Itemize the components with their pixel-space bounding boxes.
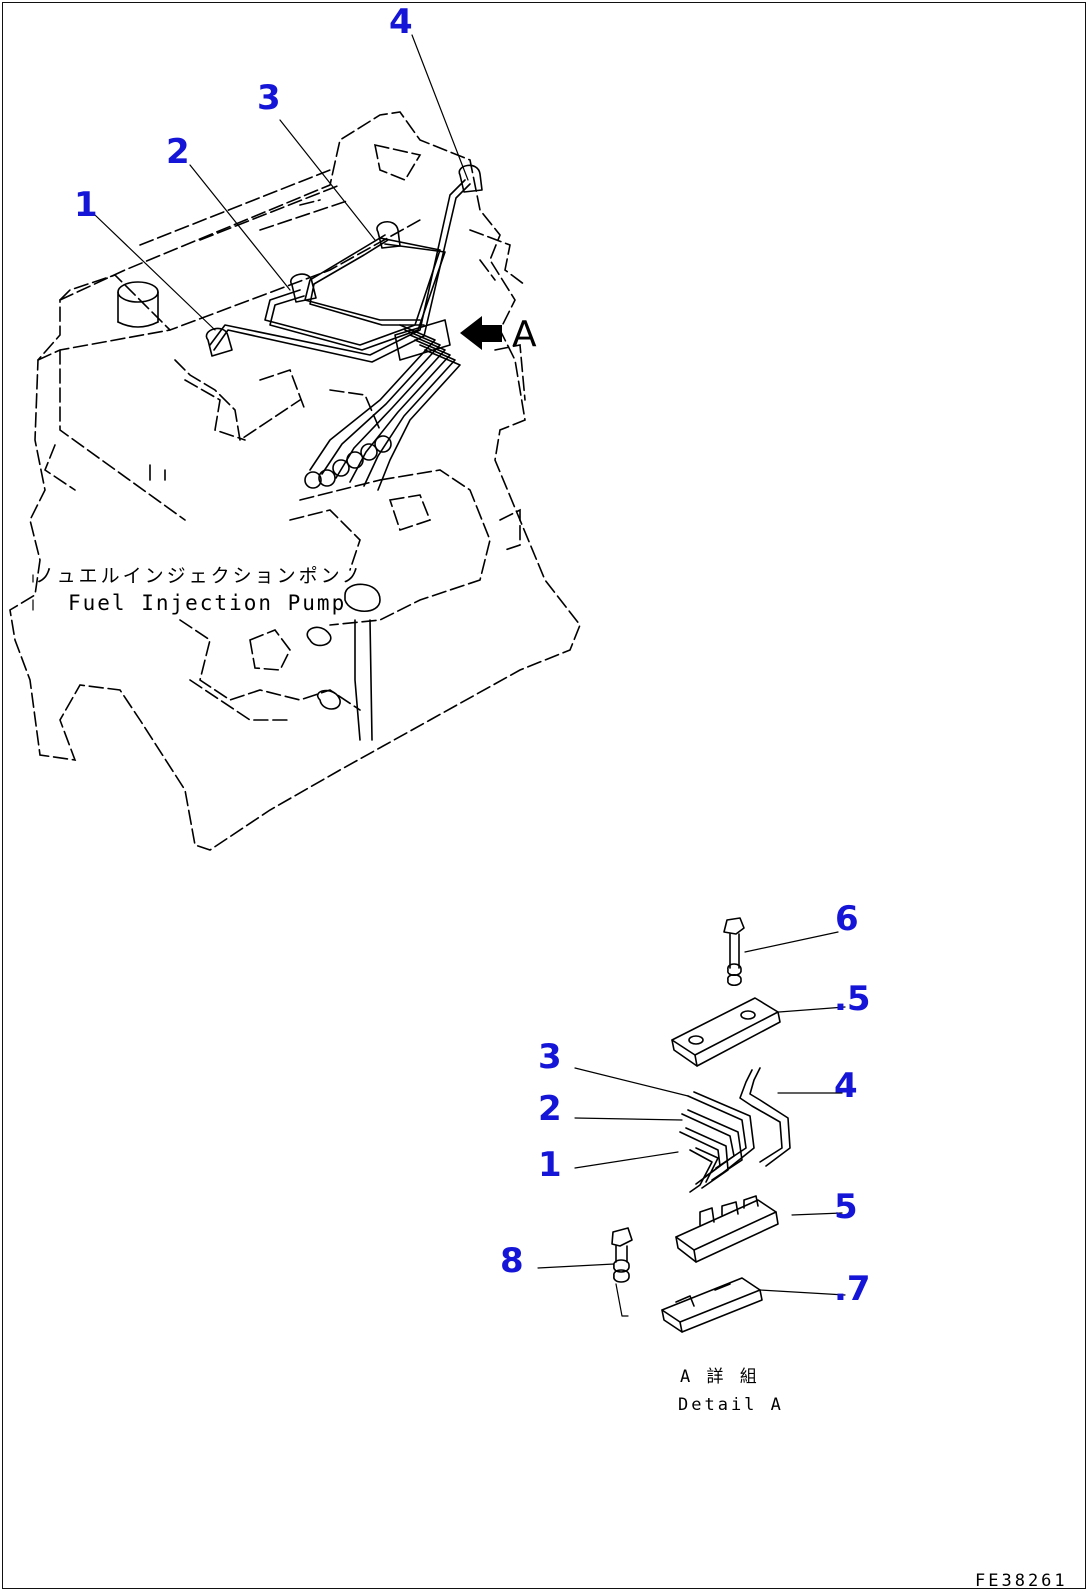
detail-caption-jp: A 詳 組	[680, 1367, 760, 1387]
injection-pipes	[205, 164, 483, 491]
pump-label-jp: ノュエルインジェクションポンノ	[35, 565, 364, 587]
pump-label-en: Fuel Injection Pump	[68, 591, 346, 615]
callout-lower-5a: .5	[834, 979, 871, 1019]
callout-lower-7: .7	[834, 1269, 871, 1309]
view-arrow-a	[460, 316, 502, 350]
view-arrow-label: A	[512, 314, 537, 355]
callout-lower-1: 1	[538, 1145, 562, 1185]
callout-lower-5b: 5	[834, 1187, 858, 1227]
callout-lower-8: 8	[500, 1241, 524, 1281]
drawing-number: FE38261	[975, 1571, 1068, 1591]
callout-lower-3: 3	[538, 1037, 562, 1077]
engine-drawing	[9, 111, 581, 851]
detail-caption-en: Detail A	[678, 1395, 784, 1415]
upper-leaders	[94, 34, 469, 331]
callout-upper-3: 3	[257, 78, 281, 118]
callout-upper-4: 4	[389, 2, 413, 42]
callout-upper-1: 1	[74, 185, 98, 225]
callout-upper-2: 2	[166, 132, 190, 172]
callout-lower-2: 2	[538, 1089, 562, 1129]
callout-lower-4: 4	[834, 1066, 858, 1106]
detail-a-drawing	[537, 917, 846, 1333]
callout-lower-6: 6	[835, 899, 859, 939]
